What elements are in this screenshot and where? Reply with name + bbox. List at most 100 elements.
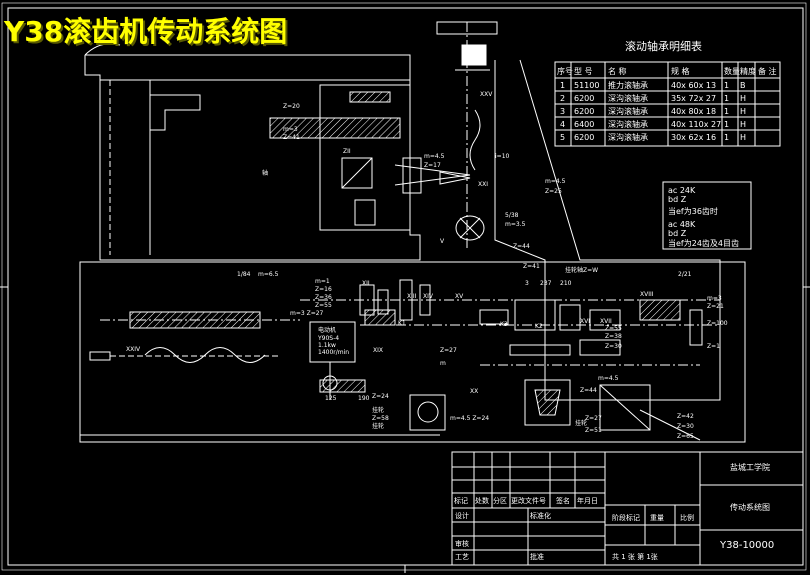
formula-line-5: bd Z [668,229,687,238]
bearing-table-cell: H [740,94,746,103]
label-z44b: Z=44 [580,387,597,394]
label-XV: XV [455,293,464,300]
tb-gongyi: 工艺 [455,553,469,561]
bearing-table-cell: 40x 80x 18 [671,107,716,116]
label-zW: Z=W [583,267,598,274]
tb-biaozhunhua: 标准化 [530,511,551,520]
formula-box-frame [662,181,752,250]
label-i21: 2/21 [678,271,692,278]
label-motor3: 1.1kw [318,342,336,349]
label-z1: Z=1 [707,343,720,350]
bearing-table-cell: 1 [724,94,729,103]
label-n190: 190 [358,395,370,402]
label-XII: XII [362,280,370,287]
bearing-table-cell: 1 [724,120,729,129]
bearing-table-cell: B [740,81,746,90]
label-m45z24: m=4.5 Z=24 [450,415,489,422]
label-XVII: XVII [600,318,612,325]
formula-line-4: ac 48K [668,220,696,229]
label-i10: i=10 [495,153,510,160]
label-XVIII: XVIII [640,291,654,298]
label-z36: Z=36 [315,294,332,301]
bearing-table-cell: H [740,120,746,129]
tb-sheets: 共 1 张 第 1张 [612,552,658,561]
label-c100: Z=100 [707,320,728,327]
bearing-table-header: 数量 [724,66,740,76]
label-K1: K1 [398,320,406,327]
label-n125: 125 [325,395,337,402]
bearing-table-header: 备 注 [758,66,777,76]
bearing-table-header: 序号 [557,66,573,76]
label-t237: 237 [540,280,552,287]
label-motor2: Y90S-4 [317,335,339,342]
label-m45b: m=4.5 [545,178,566,185]
label-t210: 210 [560,280,572,287]
bearing-table-cell: 30x 62x 16 [671,133,716,142]
label-z58: Z=58 [372,415,389,422]
label-z38: Z=38 [605,333,622,340]
label-z25: Z=25 [545,188,562,195]
tb-genggai: 更改文件号 [511,496,546,505]
label-m: m [440,360,446,367]
bearing-table-header: 名 称 [608,66,627,76]
machine-column [84,43,421,261]
label-z55b: Z=55 [605,325,622,332]
label-z30b: Z=30 [677,423,694,430]
label-z44: Z=44 [513,243,530,250]
label-gua3: 挂轮 [372,422,384,430]
label-z27b: Z=27 [585,415,602,422]
label-m35: m=3.5 [505,221,526,228]
label-z17: Z=17 [424,162,441,169]
tb-fenqu: 分区 [493,496,507,505]
tb-chushu: 处数 [475,496,489,505]
tb-school: 盐城工学院 [730,462,770,472]
label-ZII: ZII [343,148,351,155]
label-m1: m=1 [315,278,330,285]
bearing-table-cell: 40x 60x 13 [671,81,716,90]
bearing-table-title: 滚动轴承明细表 [625,39,702,53]
label-XIII: XIII [407,293,417,300]
bearing-table-header: 规 格 [671,66,690,76]
bearing-table-cell: 3 [560,107,565,116]
machine-bed [79,261,746,443]
title-block-grid [451,451,804,566]
bearing-table-cell: 6200 [574,107,594,116]
label-XX: XX [470,388,478,395]
label-z21: Z=21 [707,303,724,310]
bearing-table-cell: 6200 [574,94,594,103]
vertical-shaft [436,21,498,250]
label-z27: Z=27 [440,347,457,354]
formula-line-3: 当ef为36齿时 [668,206,718,216]
tb-qianming: 签名 [556,496,570,505]
bearing-table-cell: 1 [560,81,565,90]
bearing-table-cell: 1 [724,81,729,90]
tb-drawing-no: Y38-10000 [719,540,774,551]
label-z65: Z=65 [677,433,694,440]
hob-column-outline [494,59,721,401]
label-gua1: 挂轮轴 [565,266,583,274]
label-V: V [440,238,445,245]
bearing-table-cell: 推力滚轴承 [608,80,648,90]
bearing-table-headers: 序号型 号 名 称 规 格 数量精度备 注 [557,66,777,76]
bearing-table-cell: 4 [560,120,565,129]
spindle-gearbox [269,84,471,231]
bearing-table-cell: 6200 [574,133,594,142]
gear-train [359,279,703,356]
label-m45a: m=4.5 [424,153,445,160]
label-z16: Z=16 [315,286,332,293]
bearing-table-cell: 51100 [574,81,599,90]
bearing-table-cell: H [740,107,746,116]
bearing-table-cell: 深沟滚轴承 [608,132,648,142]
label-m3z27: m=3 Z=27 [290,310,324,317]
bearing-table-header: 型 号 [574,67,593,76]
tb-bili: 比例 [680,513,694,522]
label-XXI: XXI [478,181,488,188]
bearing-table-header: 精度 [740,66,756,76]
tb-drawing-name: 传动系统图 [730,502,770,512]
label-z51: Z=51 [585,427,602,434]
page-title: Y38滚齿机传动系统图 [4,15,288,48]
label-gua2: 挂轮 [372,406,384,414]
bearing-table-grid [554,61,781,147]
tb-sheji: 设计 [455,511,469,520]
label-XIV: XIV [423,293,434,300]
